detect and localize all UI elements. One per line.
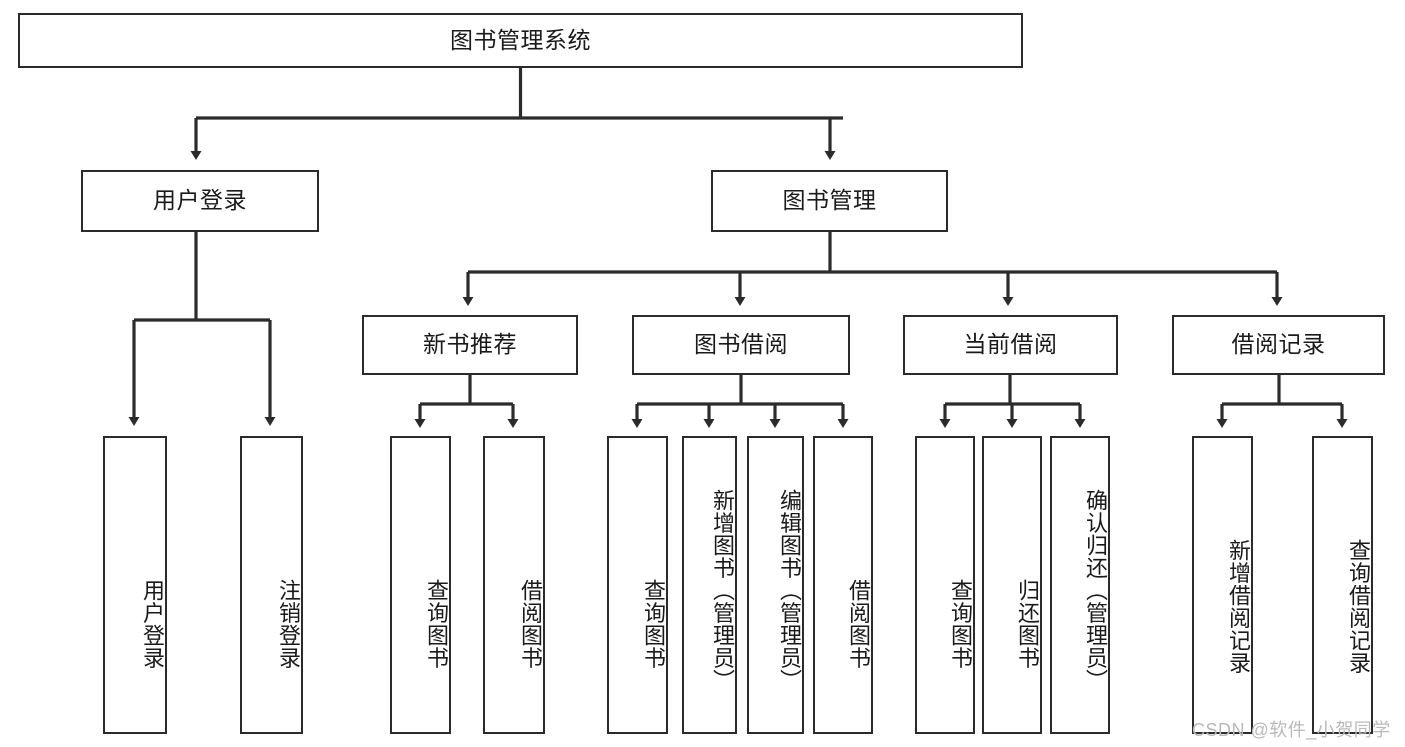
node-leaf-borrow-book-1-label: 借阅图书 [518,579,543,669]
node-leaf-user-login[interactable]: 用户登录 [103,436,167,734]
node-leaf-query-book-3[interactable]: 查询图书 [915,436,975,734]
node-book-borrow-label: 图书借阅 [694,331,788,358]
node-leaf-return-book[interactable]: 归还图书 [982,436,1042,734]
node-leaf-logout-label: 注销登录 [276,579,301,669]
node-leaf-edit-book-label: 编辑图书（管理员） [777,488,802,692]
node-leaf-confirm-return[interactable]: 确认归还（管理员） [1050,436,1110,734]
node-leaf-query-record[interactable]: 查询借阅记录 [1312,436,1373,734]
node-borrow-record[interactable]: 借阅记录 [1172,315,1385,375]
node-leaf-query-record-label: 查询借阅记录 [1346,538,1371,674]
node-leaf-return-book-label: 归还图书 [1015,579,1040,669]
node-leaf-confirm-return-label: 确认归还（管理员） [1083,488,1108,692]
node-leaf-add-book-label: 新增图书（管理员） [710,488,735,692]
node-book-manage-label: 图书管理 [782,187,877,214]
node-root[interactable]: 图书管理系统 [18,13,1023,68]
node-user-login-label: 用户登录 [153,187,247,214]
node-current-borrow-label: 当前借阅 [963,331,1058,358]
node-book-manage[interactable]: 图书管理 [711,170,948,232]
node-leaf-query-book-3-label: 查询图书 [948,579,973,669]
node-root-label: 图书管理系统 [450,26,591,53]
node-leaf-add-record[interactable]: 新增借阅记录 [1192,436,1253,734]
node-user-login[interactable]: 用户登录 [81,170,319,232]
node-leaf-query-book-1-label: 查询图书 [424,579,449,669]
node-leaf-borrow-book-2-label: 借阅图书 [846,579,871,669]
node-leaf-logout[interactable]: 注销登录 [240,436,303,734]
node-current-borrow[interactable]: 当前借阅 [903,315,1118,375]
node-leaf-borrow-book-2[interactable]: 借阅图书 [813,436,873,734]
node-leaf-add-record-label: 新增借阅记录 [1226,538,1251,674]
csdn-watermark: CSDN @软件_小贺同学 [1192,720,1391,740]
node-new-book-rec-label: 新书推荐 [423,331,517,358]
node-leaf-query-book-2[interactable]: 查询图书 [607,436,668,734]
node-leaf-add-book[interactable]: 新增图书（管理员） [682,436,737,734]
node-leaf-query-book-1[interactable]: 查询图书 [390,436,451,734]
node-book-borrow[interactable]: 图书借阅 [632,315,850,375]
node-leaf-user-login-label: 用户登录 [140,579,165,669]
node-borrow-record-label: 借阅记录 [1231,331,1326,358]
node-leaf-borrow-book-1[interactable]: 借阅图书 [483,436,545,734]
node-leaf-query-book-2-label: 查询图书 [641,579,666,669]
node-leaf-edit-book[interactable]: 编辑图书（管理员） [747,436,804,734]
node-new-book-rec[interactable]: 新书推荐 [362,315,578,375]
